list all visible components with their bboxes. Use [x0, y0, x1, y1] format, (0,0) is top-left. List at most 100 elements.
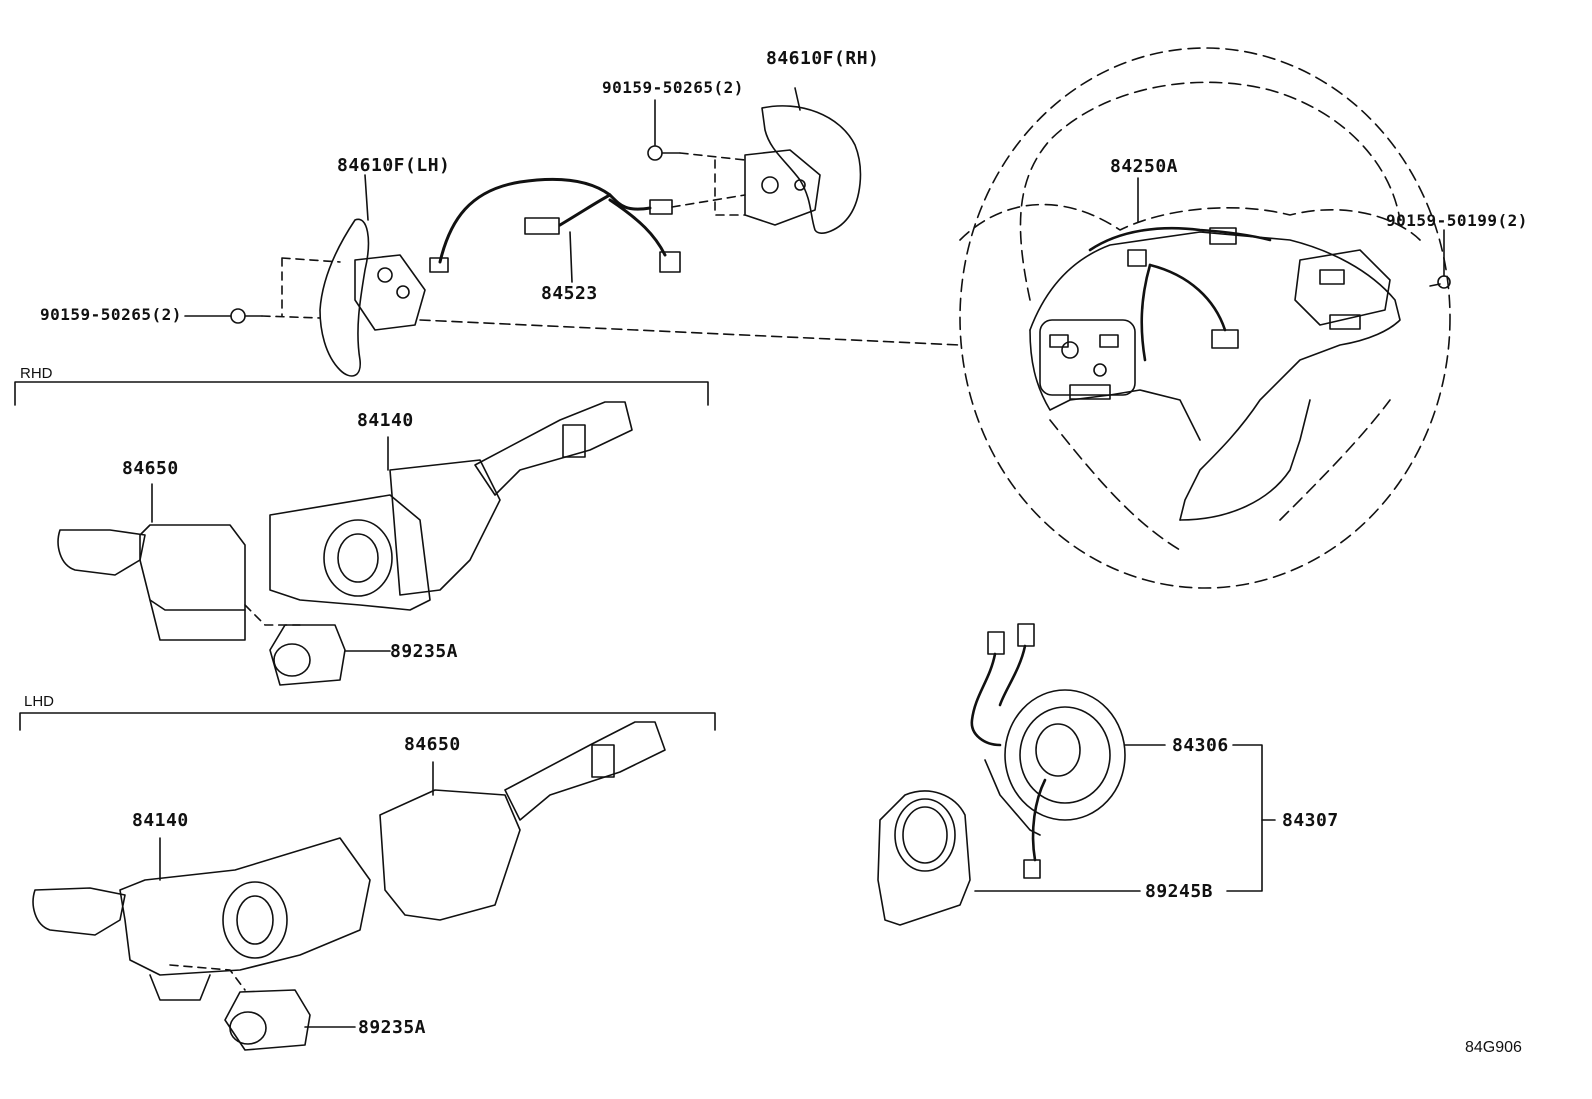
wheel-connector-icon [1127, 249, 1147, 267]
wheel-button-icon [1319, 269, 1345, 285]
dashed-to-wheel [419, 319, 961, 346]
label-screw-wheel: 90159-50199(2) [1386, 211, 1528, 230]
spiral-bracket [984, 759, 1041, 836]
sensor-ring-inner [902, 806, 948, 864]
section-label-lhd: LHD [24, 693, 55, 710]
steering-wheel-grip [959, 203, 1421, 241]
paddle-rh [744, 87, 862, 234]
wheel-button-icon [1093, 363, 1107, 377]
spiral-center-icon [1035, 723, 1081, 777]
spiral-connector-icon [987, 631, 1005, 655]
paddle-rh-boss-icon [794, 179, 806, 191]
dashed-paddle-lh [261, 257, 341, 319]
label-rhd-84140: 84140 [357, 410, 414, 431]
wheel-harness [1140, 263, 1152, 362]
wheel-harness [1148, 263, 1227, 332]
lhd-lever-knob-icon [591, 744, 615, 778]
steering-wheel-rim [959, 47, 1451, 589]
lhd-switch-body [119, 837, 371, 976]
paddle-lh-blade [319, 218, 370, 377]
wheel-button-icon [1049, 334, 1069, 348]
lhd-clock-ring-inner [236, 895, 274, 945]
harness-connector-icon [429, 257, 449, 273]
dashed-paddle-rh [679, 152, 746, 216]
label-84307: 84307 [1282, 810, 1339, 831]
label-84610F-LH: 84610F(LH) [337, 155, 451, 176]
lhd-bracket [19, 712, 716, 731]
label-89245B: 89245B [1145, 881, 1214, 902]
dashed-lhd [169, 964, 246, 991]
wheel-button-icon [1069, 384, 1111, 400]
leader-paddle-lh [364, 174, 369, 221]
spiral-connector-icon [1023, 859, 1041, 879]
label-84523: 84523 [541, 283, 598, 304]
paddle-rh-blade [761, 105, 862, 234]
lhd-wiper-lever [504, 721, 666, 821]
wheel-connector-icon [1209, 227, 1237, 245]
dashed-rhd [244, 604, 301, 626]
spiral-cable-84306 [970, 623, 1166, 879]
rhd-lever-knob-icon [562, 424, 586, 458]
paddle-lh-boss-icon [396, 285, 410, 299]
rhd-turn-lever-base [149, 599, 246, 641]
leader-harness [569, 231, 573, 283]
harness-wire [438, 177, 652, 264]
label-84306: 84306 [1172, 735, 1229, 756]
label-lhd-84140: 84140 [132, 810, 189, 831]
spiral-wire [1031, 778, 1047, 862]
paddle-lh-boss-icon [377, 267, 393, 283]
lhd-button-body [224, 989, 311, 1051]
harness-connector-icon [524, 217, 560, 235]
label-rhd-89235A: 89235A [390, 641, 459, 662]
harness-connector-icon [649, 199, 673, 215]
lhd-clock-ring [222, 881, 288, 959]
harness-wire [558, 193, 612, 227]
spiral-housing-ring [1019, 706, 1111, 804]
lhd-switch-base [149, 974, 211, 1001]
wheel-switch-left [1039, 319, 1136, 396]
steering-wheel-inner-top [1019, 81, 1401, 301]
harness-wire [608, 198, 667, 257]
lhd-turn-lever-knob [32, 887, 126, 936]
harness-connector-icon [659, 251, 681, 273]
paddle-lh-body [354, 254, 426, 331]
screw-lh-icon [184, 308, 263, 324]
wheel-button-icon [1329, 314, 1361, 330]
rhd-button-body [269, 624, 346, 686]
spiral-wire [970, 652, 1002, 747]
label-screw-rh: 90159-50265(2) [602, 78, 744, 97]
rhd-turn-lever-knob [57, 529, 146, 576]
lhd-button-icon [229, 1011, 267, 1045]
rhd-turn-lever-body [139, 524, 246, 611]
label-lhd-89235A: 89235A [358, 1017, 427, 1038]
spiral-connector-icon [1017, 623, 1035, 647]
label-screw-lh: 90159-50265(2) [40, 305, 182, 324]
label-lhd-84650: 84650 [404, 734, 461, 755]
wheel-hub-outline [1029, 329, 1201, 441]
wheel-spoke-outline [1029, 231, 1401, 521]
spiral-housing [1004, 689, 1126, 821]
label-84250A: 84250A [1110, 156, 1179, 177]
figure-reference: 84G906 [1465, 1039, 1522, 1056]
rhd-clock-ring-inner [337, 533, 379, 583]
leader-paddle-rh [794, 87, 801, 111]
wheel-switch-right [1294, 249, 1391, 326]
harness-84523 [429, 177, 746, 283]
rhd-button-icon [273, 643, 311, 677]
wheel-harness [1088, 226, 1272, 252]
steering-wheel-inner-bottom [1049, 399, 1391, 551]
steering-wheel [959, 47, 1451, 589]
paddle-rh-boss-icon [761, 176, 779, 194]
lhd-combination-switch [32, 721, 666, 1051]
rhd-switch-housing [389, 459, 501, 596]
wheel-button-icon [1061, 341, 1079, 359]
sensor-ring [894, 798, 956, 872]
screw-rh-icon [647, 99, 681, 161]
assy-bracket [1226, 744, 1263, 892]
lhd-wiper-body [379, 789, 521, 921]
dashed-harness [671, 194, 746, 208]
label-84610F-RH: 84610F(RH) [766, 48, 880, 69]
section-label-rhd: RHD [20, 365, 53, 382]
